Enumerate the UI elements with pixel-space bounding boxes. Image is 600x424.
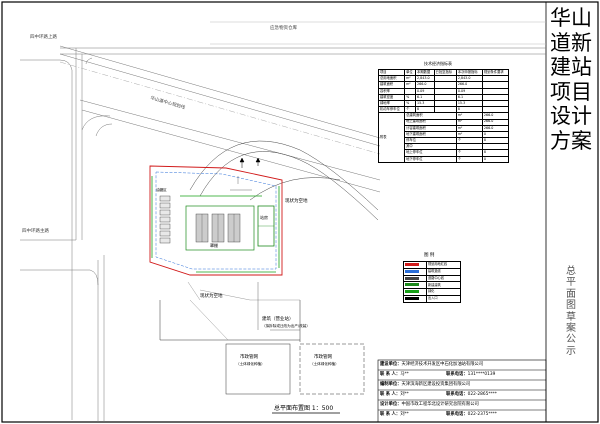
canopy — [185, 205, 255, 251]
title-key: 联系电话： — [446, 392, 468, 397]
title-value: 马** — [400, 372, 409, 377]
title-key: 联系电话： — [446, 372, 468, 377]
legend-swatch — [405, 283, 419, 287]
reserve-plot-label: 现状为空地 — [285, 199, 308, 204]
title-value: 131****0139 — [467, 372, 496, 377]
title-row-client: 建设单位：天津经济技术开发区中石化加油站有限公司 — [380, 362, 484, 367]
table-row: 建筑面积 m² 266.0 266.0 — [377, 81, 510, 89]
legend-table: 规划用地红线 建筑退线 道路中心线 新建建筑 绿化 出入口 — [403, 261, 461, 303]
legend-swatch — [405, 269, 419, 273]
note-label: 建筑（营业站） — [262, 317, 294, 322]
block-right-label: 市政管网 — [314, 355, 332, 360]
title-row-preparer: 编制单位：天津滨海新区建设投资集团有限公司 — [380, 382, 471, 387]
vertical-title: 华山道新建站项目设计方案 — [550, 6, 592, 153]
entry-arrows — [239, 157, 261, 168]
legend-label: 新建建筑 — [426, 281, 461, 290]
title-value: 刘** — [400, 412, 409, 417]
legend-row: 道路中心线 — [403, 274, 461, 283]
title-value: 022-2865**** — [467, 392, 497, 397]
legend-label: 绿化 — [426, 288, 461, 296]
station-building — [257, 205, 275, 247]
legend-label: 建筑退线 — [426, 267, 461, 276]
title-key: 编制单位： — [380, 382, 402, 387]
legend-label: 规划用地红线 — [426, 261, 461, 269]
legend-swatch — [405, 263, 419, 267]
left-road — [20, 48, 105, 422]
legend-swatch — [405, 297, 419, 301]
title-value: 天津滨海新区建设投资集团有限公司 — [401, 382, 471, 387]
legend-row: 新建建筑 — [403, 281, 461, 290]
legend-label: 道路中心线 — [426, 274, 461, 283]
vertical-subtitle: 总平面图草案公示 — [566, 266, 576, 357]
green-belt — [151, 176, 280, 273]
scale-label: 总平面布置图 1：500 — [274, 405, 334, 412]
title-row-client-contact: 联 系 人：马** 联系电话：131****0139 — [380, 372, 496, 377]
legend-swatch — [405, 290, 419, 294]
dimension-marks — [230, 176, 300, 331]
legend-label: 出入口 — [426, 294, 461, 303]
note-sub-label: （拟拆除或迁改为出产/改装） — [262, 324, 310, 328]
canopy-label: 罩棚 — [210, 243, 218, 248]
vacant-plot-label: 现状为空地 — [200, 294, 223, 299]
index-table-title: 技术经济指标表 — [424, 61, 452, 66]
setback-line — [155, 171, 277, 270]
table-cell: 地下停车位 — [404, 155, 457, 163]
title-row-designer: 设计单位：中国市政工程华北设计研究总院有限公司 — [380, 402, 479, 407]
title-value: 天津经济技术开发区中石化加油站有限公司 — [401, 362, 484, 367]
lower-parcels — [159, 281, 365, 395]
section-label: 附表 — [377, 112, 406, 163]
title-key: 设计单位： — [380, 402, 402, 407]
title-row-preparer-contact: 联 系 人：刘** 联系电话：022-2865**** — [380, 392, 497, 397]
ramp-curves — [189, 140, 379, 221]
legend-row: 建筑退线 — [403, 267, 461, 276]
title-value: 中国市政工程华北设计研究总院有限公司 — [401, 402, 479, 407]
site-red-line — [149, 165, 283, 276]
legend-title: 图 例 — [424, 253, 435, 258]
index-table: 项目 单位 本期数据 已批复指标 本次申报指标 规划条件要求 总用地面积 m² … — [377, 68, 510, 163]
diagonal-road — [59, 45, 381, 193]
table-cell: 0 — [481, 155, 510, 163]
title-key: 建设单位： — [380, 362, 402, 367]
table-cell: 机动车停车位 — [377, 106, 406, 114]
fuel-tanks — [159, 195, 171, 244]
station-room-label: 站房 — [260, 215, 268, 220]
block-left-sub: （土体绿化种植） — [236, 362, 265, 366]
left-top-road-label: 四中环路上路 — [30, 35, 57, 40]
top-road-label: 应急物资仓库 — [270, 26, 297, 31]
title-row-designer-contact: 联 系 人：刘** 联系电话：022-2375**** — [380, 412, 497, 417]
legend-row: 绿化 — [403, 288, 461, 296]
legend-swatch — [405, 276, 419, 280]
left-road-label: 四中环路主路 — [22, 229, 49, 234]
title-value: 022-2375**** — [467, 412, 497, 417]
table-cell: 个 — [455, 155, 483, 163]
table-row: 附表 总建筑面积 m² 266.0 — [377, 112, 510, 163]
title-value: 刘** — [400, 392, 409, 397]
tank-area-label: 油罐区 — [156, 188, 167, 192]
title-key: 联系电话： — [446, 412, 468, 417]
table-row: 地下停车位 个 0 — [379, 155, 510, 163]
legend-row: 规划用地红线 — [403, 261, 461, 269]
title-key: 联 系 人： — [380, 372, 401, 377]
title-block-frame — [377, 359, 547, 423]
title-key: 联 系 人： — [380, 412, 401, 417]
legend-row: 出入口 — [403, 294, 461, 303]
block-right-sub: （土体绿化种植） — [310, 362, 339, 366]
top-road — [60, 21, 546, 55]
block-left-label: 市政管网 — [240, 355, 258, 360]
title-key: 联 系 人： — [380, 392, 401, 397]
